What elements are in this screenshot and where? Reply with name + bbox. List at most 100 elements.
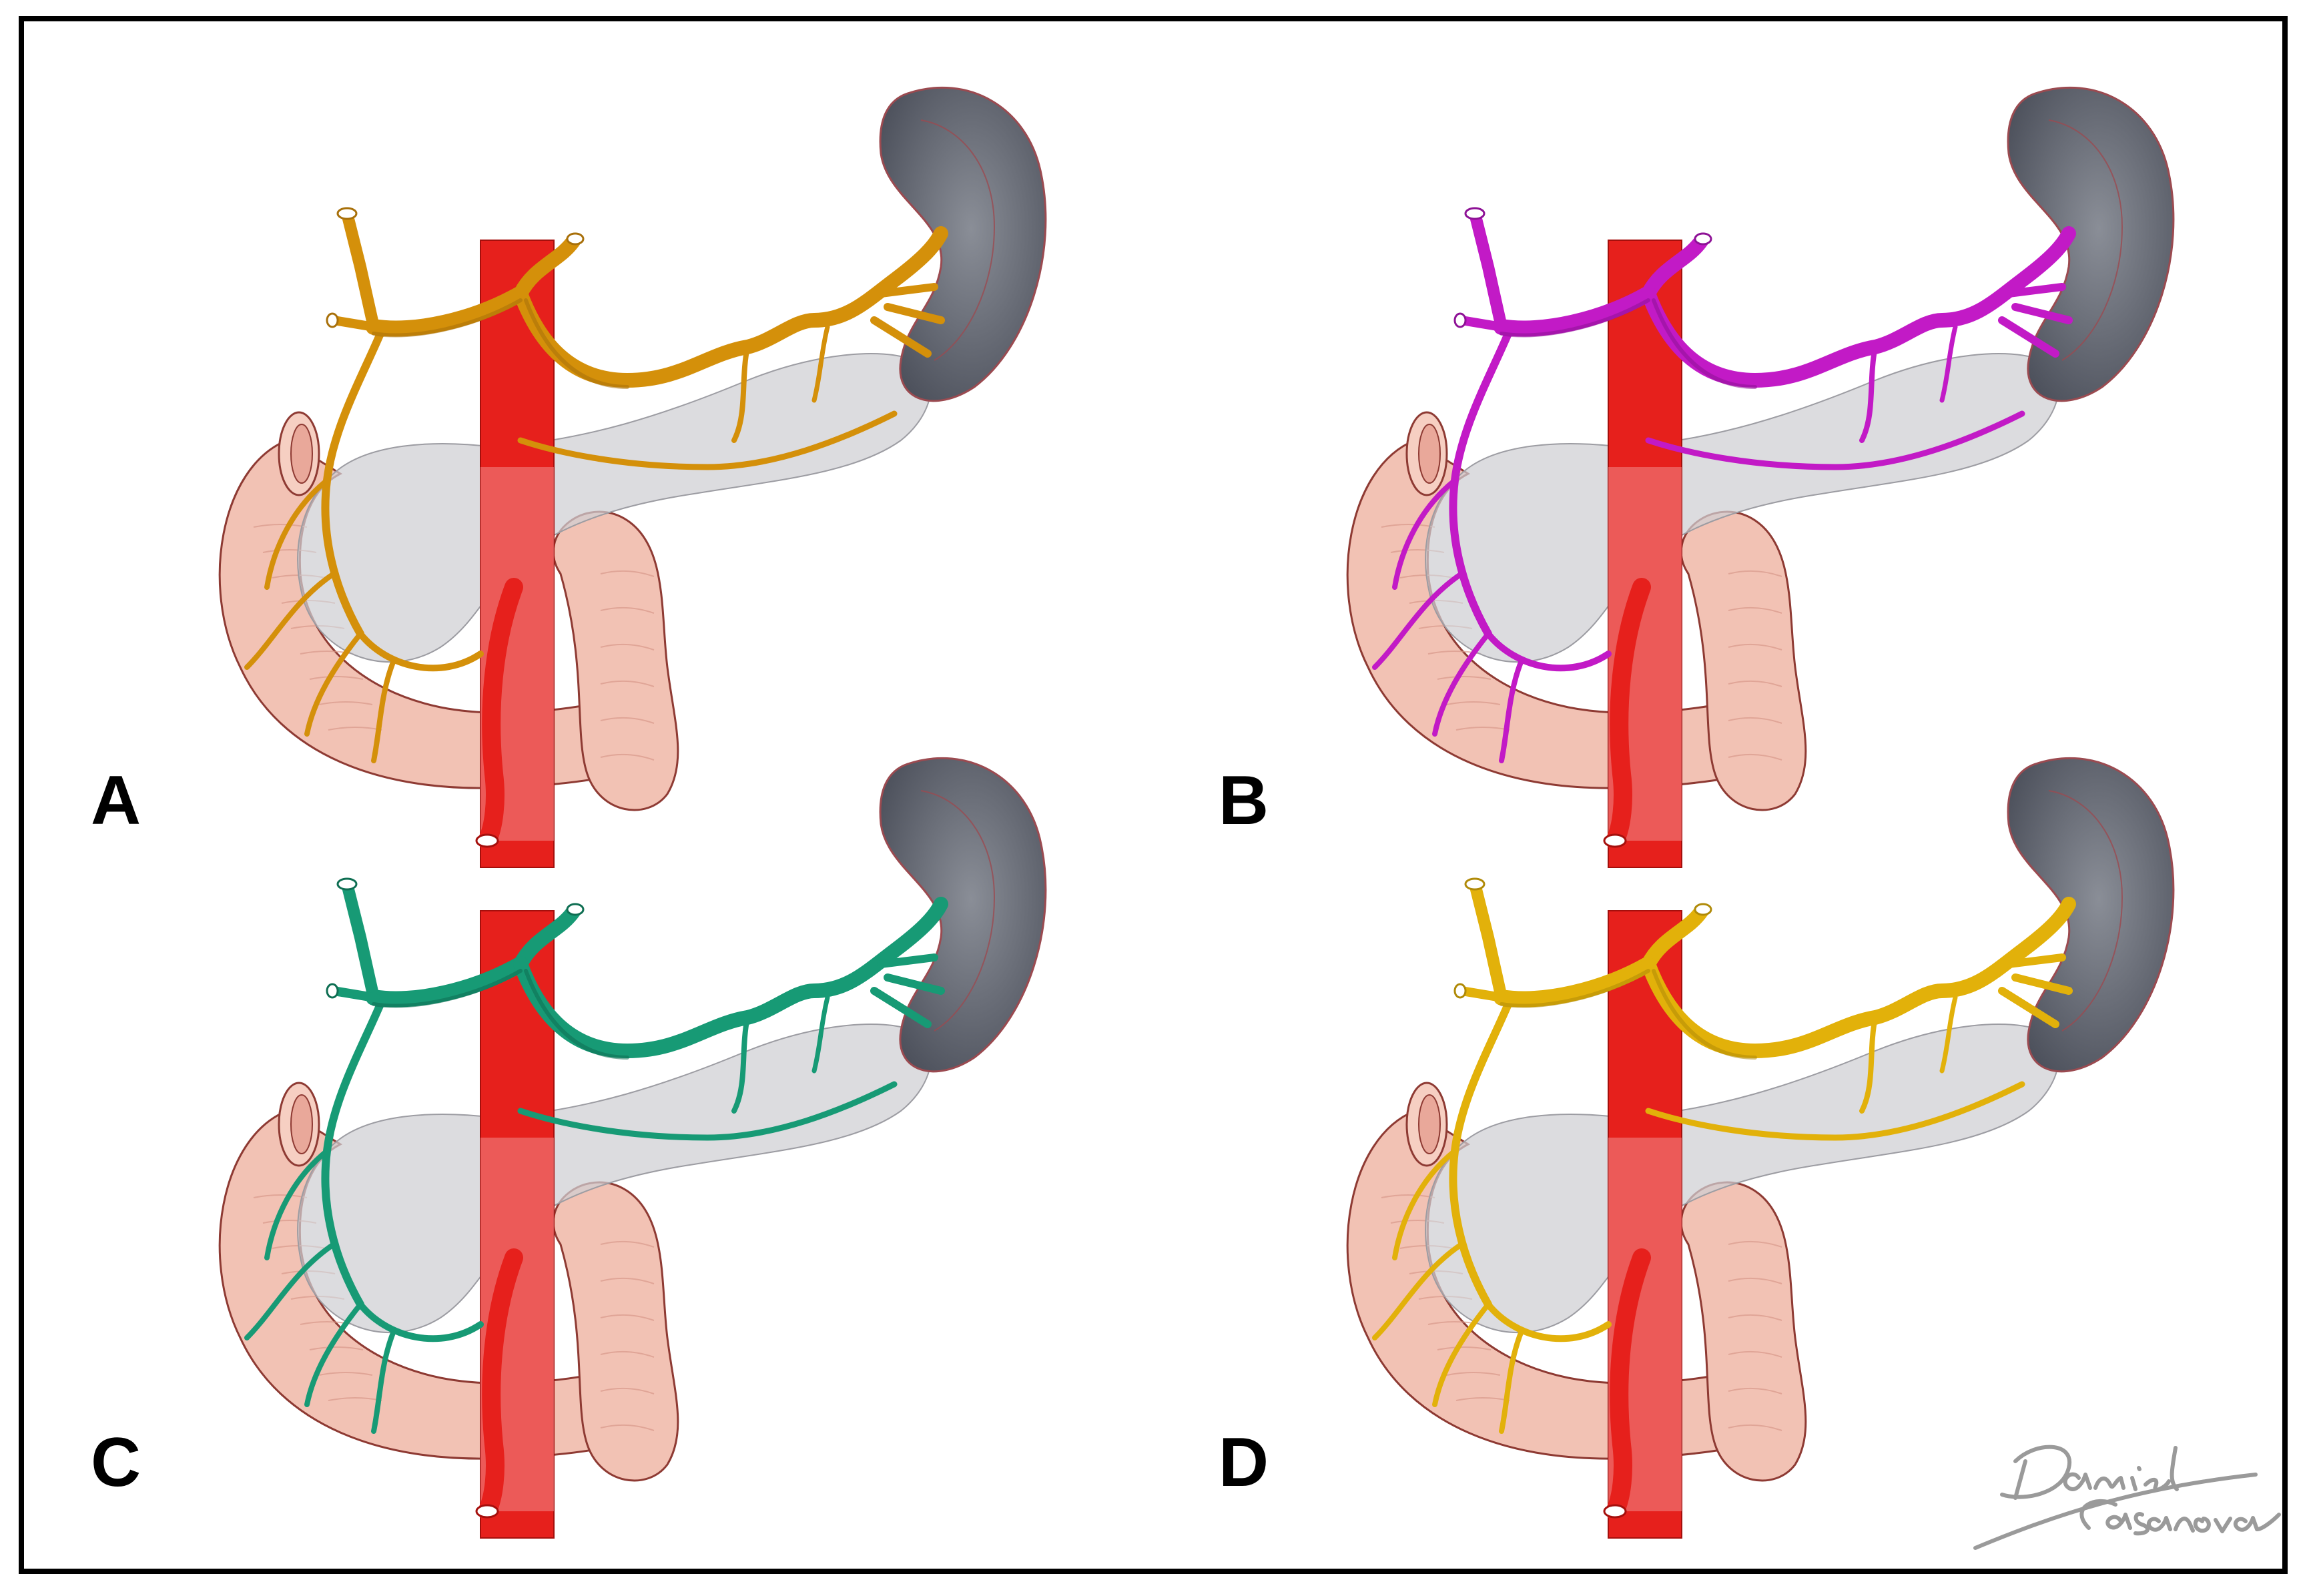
right-hepatic-cut-end <box>326 983 339 999</box>
sma-cut-end <box>1603 1504 1627 1519</box>
spleen-hilum <box>920 790 996 1032</box>
panel-a <box>160 67 1081 868</box>
hepatic-cut-end <box>336 207 358 220</box>
panel-b-illustration <box>1346 87 2175 868</box>
common-hepatic-artery <box>366 286 529 337</box>
proper-hepatic-artery <box>341 878 380 1004</box>
duodenum-lumen <box>290 424 313 484</box>
arterial-tree <box>244 208 948 763</box>
transverse-pancreatic-artery <box>517 410 898 470</box>
splenic-artery <box>513 226 948 388</box>
panel-b <box>1288 67 2209 868</box>
gastric-cut-end <box>1694 232 1712 246</box>
right-hepatic-cut-end <box>1453 312 1467 328</box>
gastric-cut-end <box>566 903 585 916</box>
splenic-artery <box>1641 897 2076 1058</box>
panel-b-label: B <box>1219 762 1269 839</box>
great-pancreatic-branch <box>811 995 830 1074</box>
pancreaticoduodenal-arcade <box>357 631 484 672</box>
great-pancreatic-branch <box>1939 324 1958 403</box>
splenic-artery <box>1641 226 2076 388</box>
common-hepatic-artery <box>1494 286 1656 337</box>
pancreaticoduodenal-arcade <box>357 1301 484 1342</box>
dorsal-pancreatic-branch <box>1859 344 1878 443</box>
gastric-cut-end <box>1694 903 1712 916</box>
splenic-branches <box>870 953 945 1028</box>
celiac-trunk <box>1641 233 1709 301</box>
jejunal-loop <box>1680 1181 1807 1482</box>
panel-a-illustration <box>218 87 1047 868</box>
right-hepatic-branch <box>1457 986 1506 1002</box>
splenic-artery <box>513 897 948 1058</box>
celiac-trunk <box>513 903 581 971</box>
celiac-trunk <box>513 233 581 301</box>
hepatic-cut-end <box>1464 877 1485 891</box>
superior-mesenteric-artery <box>478 1248 523 1521</box>
proper-hepatic-artery <box>341 208 380 333</box>
panel-a-label: A <box>91 762 141 839</box>
transverse-pancreatic-artery <box>1645 1081 2025 1141</box>
duodenum-lumen <box>290 1094 313 1154</box>
splenic-branches <box>870 283 945 358</box>
right-hepatic-cut-end <box>326 312 339 328</box>
sma-cut-end <box>1603 833 1627 848</box>
duodenal-branches <box>244 478 396 763</box>
panel-d-label: D <box>1219 1424 1269 1501</box>
pancreas <box>1425 353 2059 663</box>
duodenal-branches <box>244 1148 396 1434</box>
panel-c-label: C <box>91 1424 141 1501</box>
vessel-cut-ends <box>1453 877 1712 999</box>
superior-mesenteric-artery <box>1606 1248 1651 1521</box>
splenic-branches <box>1998 283 2073 358</box>
pancreas <box>1425 1024 2059 1334</box>
spleen <box>2007 87 2175 402</box>
arterial-tree <box>244 878 948 1434</box>
right-hepatic-branch <box>329 316 378 332</box>
superior-mesenteric-artery <box>478 578 523 850</box>
jejunal-loop <box>552 510 679 811</box>
duodenum-lumen <box>1418 424 1441 484</box>
pancreas <box>297 353 932 663</box>
duodenum-lumen <box>1418 1094 1441 1154</box>
pancreas <box>297 1024 932 1334</box>
great-pancreatic-branch <box>811 324 830 403</box>
pancreaticoduodenal-arcade <box>1485 1301 1612 1342</box>
panel-d-illustration <box>1346 757 2175 1539</box>
sma-cut-end <box>475 833 499 848</box>
proper-hepatic-artery <box>1469 878 1508 1004</box>
pancreaticoduodenal-arcade <box>1485 631 1612 672</box>
gastric-cut-end <box>566 232 585 246</box>
vessel-cut-ends <box>326 207 585 328</box>
transverse-pancreatic-artery <box>1645 410 2025 470</box>
transverse-pancreatic-artery <box>517 1081 898 1141</box>
spleen <box>879 87 1047 402</box>
celiac-trunk <box>1641 903 1709 971</box>
vessel-cut-ends <box>326 877 585 999</box>
spleen <box>2007 757 2175 1073</box>
spleen-hilum <box>2048 790 2123 1032</box>
arterial-shading <box>372 969 629 1060</box>
spleen <box>879 757 1047 1073</box>
jejunal-loop <box>552 1181 679 1482</box>
great-pancreatic-branch <box>1939 995 1958 1074</box>
right-hepatic-branch <box>329 986 378 1002</box>
hepatic-cut-end <box>1464 207 1485 220</box>
right-hepatic-branch <box>1457 316 1506 332</box>
dorsal-pancreatic-branch <box>731 344 750 443</box>
arterial-tree <box>1372 878 2076 1434</box>
sma-cut-end <box>475 1504 499 1519</box>
arterial-shading <box>372 298 629 389</box>
dorsal-pancreatic-branch <box>731 1015 750 1114</box>
panel-c <box>160 737 1081 1539</box>
splenic-branches <box>1998 953 2073 1028</box>
duodenal-branches <box>1372 1148 1524 1434</box>
hepatic-cut-end <box>336 877 358 891</box>
right-hepatic-cut-end <box>1453 983 1467 999</box>
spleen-hilum <box>920 119 996 361</box>
arterial-shading <box>1500 969 1757 1060</box>
duodenal-branches <box>1372 478 1524 763</box>
panel-d <box>1288 737 2209 1539</box>
common-hepatic-artery <box>366 956 529 1008</box>
jejunal-loop <box>1680 510 1807 811</box>
proper-hepatic-artery <box>1469 208 1508 333</box>
